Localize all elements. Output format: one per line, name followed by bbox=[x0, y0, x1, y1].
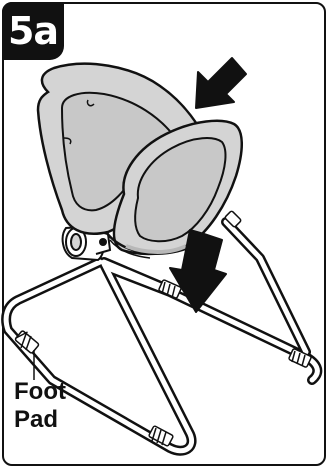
step-number-badge: 5a bbox=[2, 2, 64, 60]
callout-line-2: Pad bbox=[14, 406, 66, 434]
down-arrow-icon bbox=[196, 58, 246, 108]
foot-pad-callout: Foot Pad bbox=[14, 378, 66, 434]
callout-line-1: Foot bbox=[14, 378, 66, 406]
foot-pad-icon bbox=[15, 329, 40, 354]
